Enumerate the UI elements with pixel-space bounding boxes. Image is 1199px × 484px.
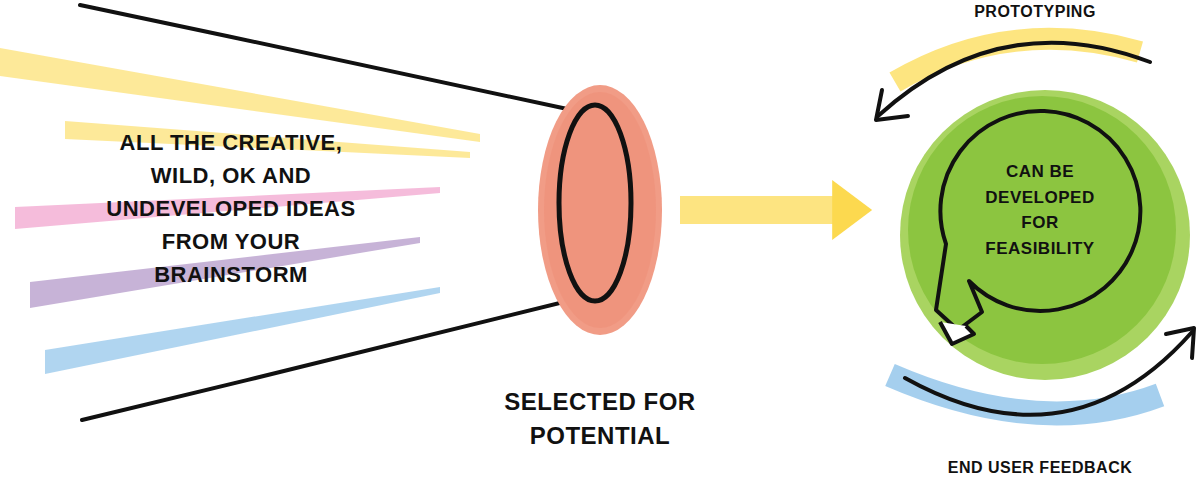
circle-core [908,96,1176,364]
arrowhead [832,180,872,240]
idea-bulb-circle: CAN BE DEVELOPED FOR FEASIBILITY [900,90,1190,380]
oval-ring [559,105,631,301]
bulb-base [940,322,974,344]
cycle-label: END USER FEEDBACK [930,458,1150,477]
idea-text: ALL THE CREATIVE, WILD, OK AND UNDEVELOP… [100,126,362,291]
node-outline [490,85,710,340]
node-body: CAN BE DEVELOPED FOR FEASIBILITY [965,159,1115,261]
node-caption: SELECTED FOR POTENTIAL [490,385,710,452]
cycle-arrowhead [876,90,908,120]
flow-arrow [680,180,872,240]
circle-fill [900,90,1190,380]
funnel-line [80,5,572,110]
node-label: SELECTED FOR POTENTIAL [490,385,710,452]
node-label: CAN BE DEVELOPED FOR FEASIBILITY [965,159,1115,261]
cycle-label: PROTOTYPING [960,2,1110,21]
arrow-shaft [680,196,834,224]
selection-oval: SELECTED FOR POTENTIAL [490,85,710,455]
brush-strokes [0,48,480,374]
blue-stroke [45,287,440,374]
cycle-band [890,375,1160,413]
oval-shade [544,92,656,328]
bulb-outline [936,111,1140,330]
cycle-arrowhead [1166,328,1194,358]
oval-fill [538,85,662,335]
node-outline [900,90,1190,380]
